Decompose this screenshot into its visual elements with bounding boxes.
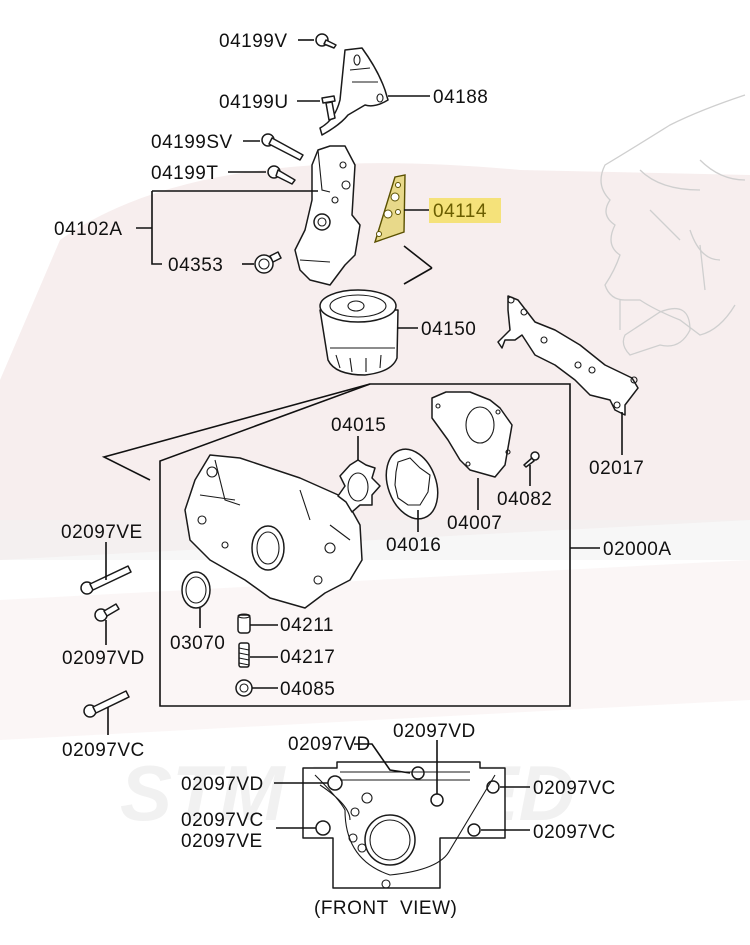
label-fv-02097VC-left[interactable]: 02097VC	[181, 810, 264, 831]
label-fv-02097VD-top1[interactable]: 02097VD	[288, 734, 371, 755]
label-fv-02097VE-left[interactable]: 02097VE	[181, 831, 263, 852]
part-04199SV-bolt	[261, 133, 304, 161]
label-04353[interactable]: 04353	[168, 255, 223, 276]
part-labels: 04199V 04199U 04188 04199SV 04199T 04114…	[54, 31, 672, 919]
highlight-04114	[429, 198, 501, 223]
label-02097VD-left[interactable]: 02097VD	[62, 648, 145, 669]
assembly-box-02000A	[159, 383, 571, 707]
label-04114[interactable]: 04114	[433, 201, 487, 222]
part-02097VD-bolt	[94, 603, 120, 622]
part-oil-pump-body	[184, 454, 363, 609]
label-02097VC-left[interactable]: 02097VC	[62, 740, 145, 761]
label-04150[interactable]: 04150	[421, 319, 476, 340]
part-04150-oil-filter	[319, 289, 399, 376]
perspective-lines	[101, 245, 433, 481]
part-04102A-filter-bracket	[294, 145, 361, 286]
label-02017[interactable]: 02017	[589, 458, 644, 479]
part-04085-relief-plug	[235, 679, 253, 697]
label-04102A[interactable]: 04102A	[54, 219, 123, 240]
label-fv-02097VC-right1[interactable]: 02097VC	[533, 778, 616, 799]
engine-outline-ghost	[600, 94, 746, 356]
part-02097VE-bolt	[80, 565, 132, 595]
part-02017-gasket	[497, 295, 639, 416]
label-04199T[interactable]: 04199T	[151, 163, 218, 184]
part-04199V-bolt	[315, 33, 337, 49]
label-fv-02097VC-right2[interactable]: 02097VC	[533, 822, 616, 843]
label-fv-02097VD-left[interactable]: 02097VD	[181, 774, 264, 795]
part-04217-relief-spring	[238, 642, 250, 668]
label-04211[interactable]: 04211	[280, 615, 334, 636]
part-02097VC-bolt	[83, 690, 130, 718]
label-04217[interactable]: 04217	[280, 647, 335, 668]
label-04007[interactable]: 04007	[447, 513, 502, 534]
part-04199T-bolt	[267, 165, 296, 185]
part-front-view-pump	[302, 761, 506, 889]
label-04199U[interactable]: 04199U	[219, 92, 289, 113]
part-04353-plug	[254, 251, 282, 274]
part-04211-relief-plunger	[237, 613, 251, 634]
label-04015[interactable]: 04015	[331, 415, 386, 436]
label-04085[interactable]: 04085	[280, 679, 335, 700]
label-fv-02097VD-top2[interactable]: 02097VD	[393, 721, 476, 742]
label-02000A[interactable]: 02000A	[603, 539, 672, 560]
label-04188[interactable]: 04188	[433, 87, 488, 108]
part-04015-inner-rotor	[337, 459, 381, 513]
part-04199U-bolt	[321, 95, 336, 121]
part-03070-oil-seal	[181, 571, 211, 609]
watermark: STM TUNED	[0, 163, 750, 837]
part-04188-bracket	[319, 47, 389, 136]
part-04114-gasket	[373, 174, 406, 244]
label-04016[interactable]: 04016	[386, 535, 441, 556]
label-04199V[interactable]: 04199V	[219, 31, 288, 52]
perspective-line	[403, 267, 433, 285]
label-04199SV[interactable]: 04199SV	[151, 132, 233, 153]
leader-lines	[105, 39, 623, 831]
label-04082[interactable]: 04082	[497, 489, 552, 510]
part-04082-screw	[523, 451, 540, 468]
part-04007-pump-cover	[431, 391, 513, 478]
label-03070[interactable]: 03070	[170, 633, 225, 654]
front-view-caption: (FRONT VIEW)	[314, 898, 457, 919]
label-02097VE[interactable]: 02097VE	[61, 522, 143, 543]
part-04016-outer-rotor	[385, 448, 439, 520]
